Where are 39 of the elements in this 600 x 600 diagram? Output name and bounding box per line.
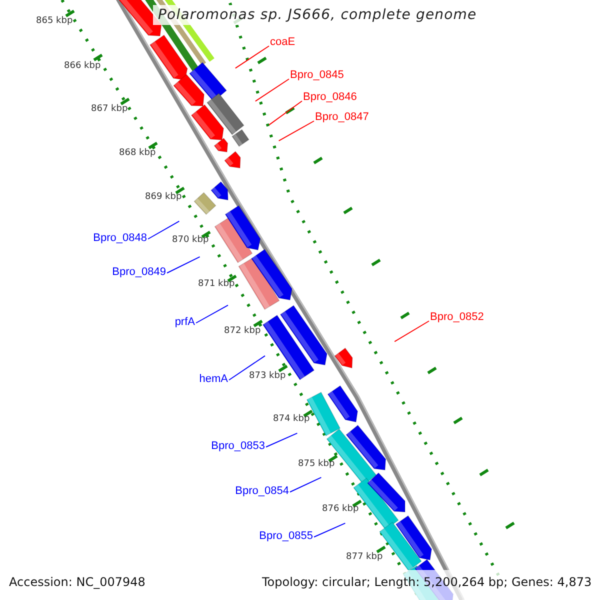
tick-label: 875 kbp [298,459,335,470]
leader-line [196,304,228,324]
tick-label: 872 kbp [224,326,261,337]
tick-label: 870 kbp [172,235,209,246]
gene-label: Bpro_0854 [235,485,289,498]
gene-label: Bpro_0853 [211,440,265,453]
accession-text: Accession: NC_007948 [9,575,146,589]
leader-line [314,522,346,538]
leader-line [148,220,180,240]
leader-line [254,78,290,102]
tick-label: 866 kbp [64,61,101,72]
gene-label: Bpro_0847 [315,111,369,124]
tick-label: 874 kbp [273,414,310,425]
tick-label: 869 kbp [145,192,182,203]
tick-label: 877 kbp [346,552,383,563]
leader-line [228,355,266,380]
gene-label: Bpro_0846 [303,91,357,104]
leader-line [394,320,430,342]
tick-label: 876 kbp [322,504,359,515]
gene-label: Bpro_0845 [290,69,344,82]
tick-label: 865 kbp [36,16,73,27]
tick-label: 867 kbp [91,104,128,115]
leader-line [234,46,270,69]
gene-label: hemA [199,373,228,386]
tick-label: 868 kbp [119,148,156,159]
genome-summary-text: Topology: circular; Length: 5,200,264 bp; Genes: 4,873 [262,575,592,589]
gene-label: Bpro_0852 [430,311,484,324]
leader-line [266,432,298,448]
leader-line [268,100,302,126]
gene-label: coaE [270,36,296,49]
leader-line [290,476,322,492]
leader-line [278,120,314,142]
tick-label: 871 kbp [198,279,235,290]
gene-label: Bpro_0855 [259,530,313,543]
leader-line [166,256,200,274]
gene-label: Bpro_0848 [93,232,147,245]
tick-label: 873 kbp [249,371,286,382]
gene-label: prfA [174,316,195,329]
gene-label: Bpro_0849 [112,266,166,279]
